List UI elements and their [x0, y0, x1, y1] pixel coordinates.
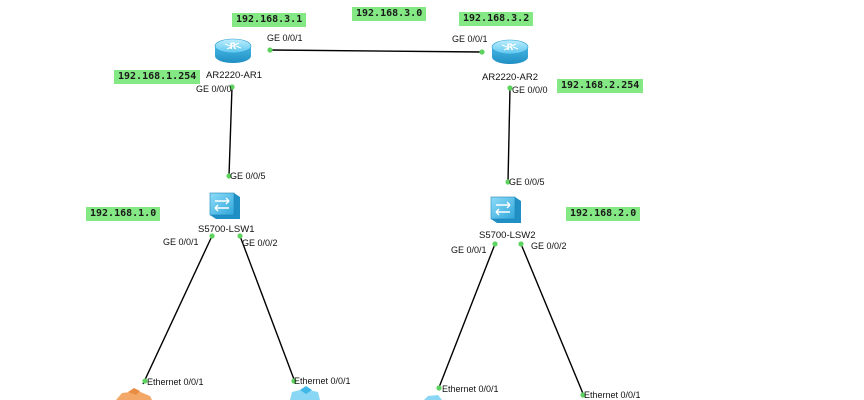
port-dot — [479, 49, 485, 55]
port-label-ar2-ge001: GE 0/0/1 — [452, 34, 488, 44]
port-dots — [142, 47, 586, 398]
port-dot — [291, 378, 297, 384]
link-lsw1-host2[interactable] — [239, 235, 296, 383]
svg-text:R: R — [507, 43, 514, 53]
port-label-lsw2-ge005: GE 0/0/5 — [509, 177, 545, 187]
port-dot — [436, 385, 442, 391]
port-label-host1-eth: Ethernet 0/0/1 — [147, 377, 204, 387]
ip-label-ar2-link: 192.168.3.2 — [459, 12, 534, 26]
router-ar1-icon[interactable]: R — [214, 38, 252, 63]
router-ar2-icon[interactable]: R — [491, 39, 529, 64]
link-ar1-lsw1[interactable] — [228, 86, 233, 177]
router-ar2-name: AR2220-AR2 — [482, 72, 538, 83]
router-ar1-name: AR2220-AR1 — [206, 70, 262, 81]
port-dot — [505, 179, 511, 185]
host-pc3-icon[interactable] — [424, 395, 442, 400]
ip-label-ar2-lan: 192.168.2.254 — [557, 79, 644, 93]
port-label-host3-eth: Ethernet 0/0/1 — [442, 384, 499, 394]
svg-text:R: R — [230, 42, 237, 52]
host-pc2-icon[interactable] — [290, 386, 320, 400]
port-label-lsw2-ge002: GE 0/0/2 — [531, 241, 567, 251]
port-label-lsw1-ge005: GE 0/0/5 — [230, 171, 266, 181]
port-label-lsw1-ge001: GE 0/0/1 — [163, 237, 199, 247]
port-dot — [507, 85, 513, 91]
port-dot — [518, 241, 524, 247]
host-pc1-icon[interactable] — [116, 388, 152, 400]
switch-lsw2-name: S5700-LSW2 — [479, 230, 536, 241]
port-label-ar2-ge000: GE 0/0/0 — [512, 85, 548, 95]
port-dot — [229, 84, 235, 90]
port-dot — [226, 173, 232, 179]
network-label-lsw2: 192.168.2.0 — [566, 207, 641, 221]
link-lsw1-host1[interactable] — [142, 235, 213, 385]
link-lsw2-host3[interactable] — [437, 243, 496, 391]
port-dot — [492, 241, 498, 247]
port-label-ar1-ge000: GE 0/0/0 — [196, 84, 232, 94]
link-ar1-ar2[interactable] — [269, 49, 483, 53]
ip-label-ar1-lan: 192.168.1.254 — [114, 70, 201, 84]
port-dot — [142, 378, 148, 384]
port-label-lsw1-ge002: GE 0/0/2 — [242, 238, 278, 248]
port-label-lsw2-ge001: GE 0/0/1 — [451, 245, 487, 255]
ip-label-ar1-link: 192.168.3.1 — [232, 13, 307, 27]
link-ar2-lsw2[interactable] — [507, 87, 511, 183]
port-label-ar1-ge001: GE 0/0/1 — [267, 33, 303, 43]
port-dot — [580, 392, 586, 398]
port-dot — [209, 233, 215, 239]
switch-lsw1-icon[interactable] — [209, 192, 240, 219]
links — [142, 49, 585, 397]
network-label-r1-r2: 192.168.3.0 — [352, 7, 427, 21]
switch-lsw1-name: S5700-LSW1 — [198, 224, 255, 235]
switch-lsw2-icon[interactable] — [490, 196, 521, 223]
port-dot — [267, 47, 273, 53]
port-label-host4-eth: Ethernet 0/0/1 — [584, 390, 641, 400]
link-lsw2-host4[interactable] — [520, 243, 585, 397]
port-dot — [237, 233, 243, 239]
network-label-lsw1: 192.168.1.0 — [86, 207, 161, 221]
port-label-host2-eth: Ethernet 0/0/1 — [294, 376, 351, 386]
